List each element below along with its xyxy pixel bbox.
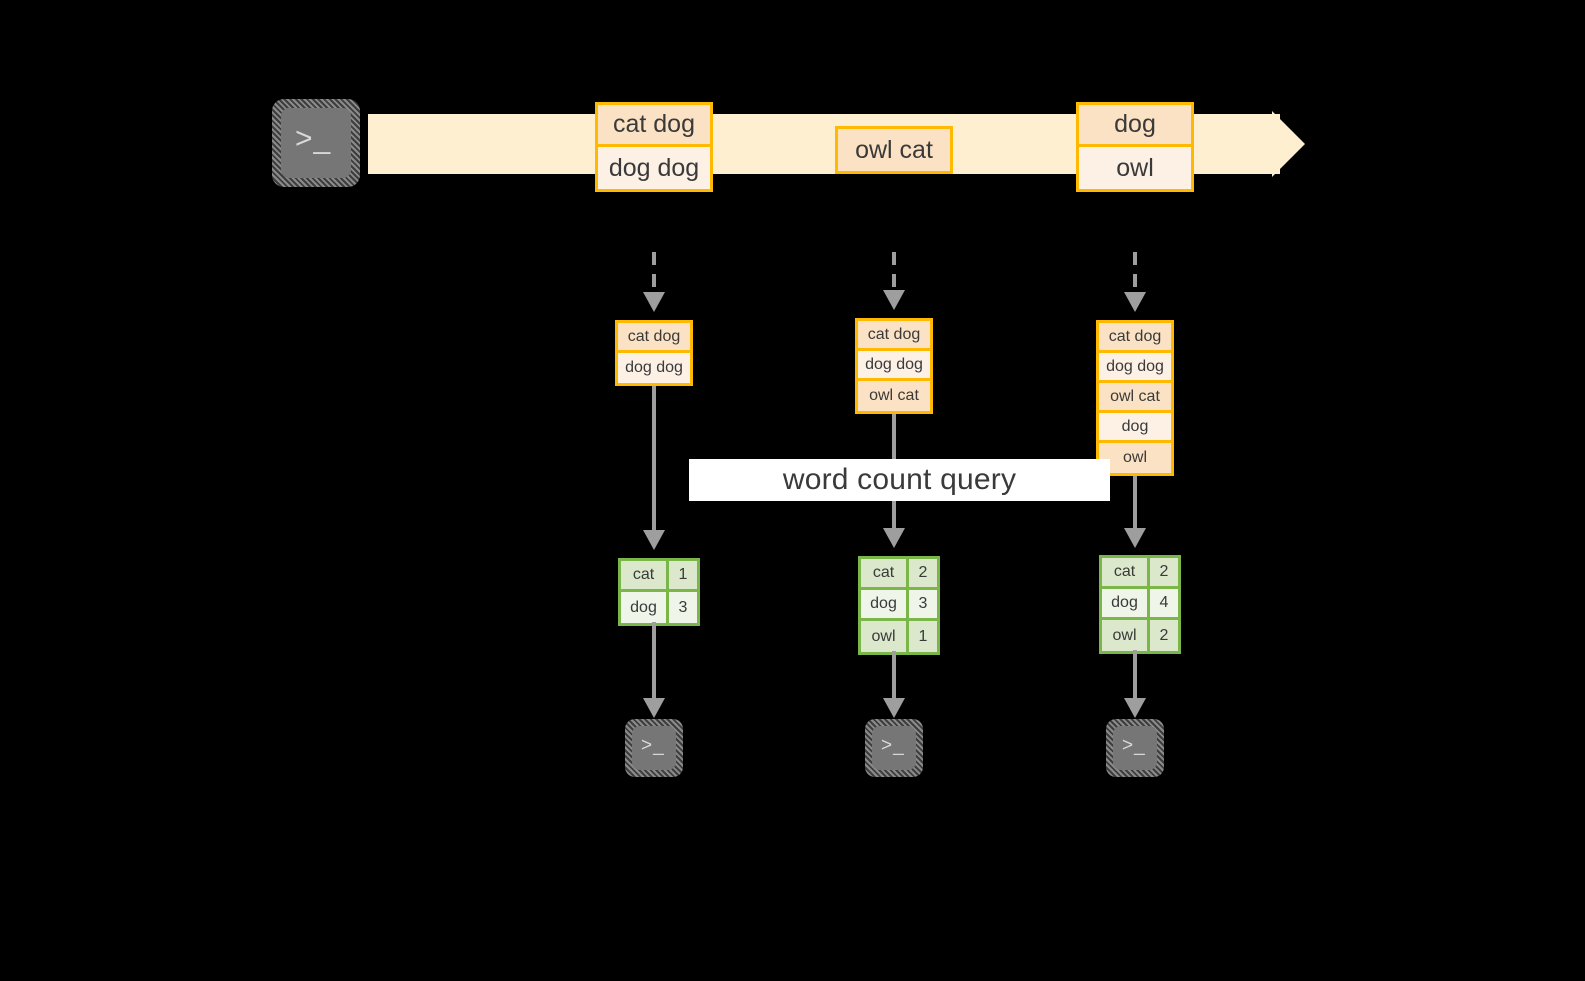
table-row: dog 3: [861, 590, 937, 621]
word-count-result-table: cat 1 dog 3: [618, 558, 700, 626]
event-stream-arrowhead: [1272, 111, 1305, 177]
stream-record-line: dog: [1079, 105, 1191, 147]
result-word: owl: [1102, 620, 1150, 651]
stream-record: dog owl: [1076, 102, 1194, 192]
sink-terminal-icon: >_: [1106, 719, 1164, 777]
accumulated-record-line: dog dog: [618, 353, 690, 383]
word-count-result-table: cat 2 dog 3 owl 1: [858, 556, 940, 655]
accumulated-record-line: owl: [1099, 443, 1171, 473]
result-count: 3: [669, 592, 697, 623]
result-count: 1: [909, 621, 937, 652]
result-count: 4: [1150, 589, 1178, 617]
query-label-band: word count query: [689, 459, 1110, 501]
query-flow-arrowhead: [1124, 528, 1146, 548]
table-row: dog 4: [1102, 589, 1178, 620]
result-word: dog: [1102, 589, 1150, 617]
query-flow-arrowhead: [643, 530, 665, 550]
terminal-body: [632, 726, 676, 770]
result-count: 2: [909, 559, 937, 587]
stream-record-line: owl: [1079, 147, 1191, 189]
result-word: cat: [1102, 558, 1150, 586]
terminal-prompt-glyph: >_: [641, 735, 665, 756]
snapshot-tap-arrowhead: [883, 290, 905, 310]
result-output-line: [652, 622, 656, 702]
result-output-arrowhead: [643, 698, 665, 718]
sink-terminal-icon: >_: [625, 719, 683, 777]
stream-record: cat dog dog dog: [595, 102, 713, 192]
word-count-result-table: cat 2 dog 4 owl 2: [1099, 555, 1181, 654]
snapshot-tap-line: [892, 252, 896, 294]
result-word: cat: [621, 561, 669, 589]
table-row: dog 3: [621, 592, 697, 623]
terminal-prompt-glyph: >_: [295, 122, 332, 155]
result-count: 2: [1150, 558, 1178, 586]
accumulated-record-line: dog dog: [1099, 353, 1171, 383]
accumulated-records: cat dog dog dog: [615, 320, 693, 386]
result-count: 3: [909, 590, 937, 618]
source-terminal-icon: >_: [272, 99, 360, 187]
accumulated-record-line: cat dog: [618, 323, 690, 353]
snapshot-tap-arrowhead: [643, 292, 665, 312]
accumulated-records: cat dog dog dog owl cat: [855, 318, 933, 414]
result-word: owl: [861, 621, 909, 652]
snapshot-tap-line: [1133, 252, 1137, 296]
accumulated-record-line: cat dog: [858, 321, 930, 351]
accumulated-record-line: cat dog: [1099, 323, 1171, 353]
result-count: 2: [1150, 620, 1178, 651]
snapshot-tap-arrowhead: [1124, 292, 1146, 312]
accumulated-records: cat dog dog dog owl cat dog owl: [1096, 320, 1174, 476]
result-word: dog: [621, 592, 669, 623]
result-output-arrowhead: [883, 698, 905, 718]
stream-record-line: owl cat: [838, 129, 950, 171]
terminal-prompt-glyph: >_: [881, 735, 905, 756]
stream-record-line: cat dog: [598, 105, 710, 147]
terminal-body: [281, 108, 351, 178]
accumulated-record-line: dog: [1099, 413, 1171, 443]
query-label: word count query: [782, 463, 1017, 496]
accumulated-record-line: owl cat: [858, 381, 930, 411]
result-word: dog: [861, 590, 909, 618]
result-count: 1: [669, 561, 697, 589]
query-flow-line: [1133, 476, 1137, 532]
snapshot-tap-line: [652, 252, 656, 296]
stream-record-line: dog dog: [598, 147, 710, 189]
terminal-prompt-glyph: >_: [1122, 735, 1146, 756]
query-flow-line: [652, 386, 656, 534]
accumulated-record-line: owl cat: [1099, 383, 1171, 413]
result-output-arrowhead: [1124, 698, 1146, 718]
accumulated-record-line: dog dog: [858, 351, 930, 381]
table-row: cat 2: [1102, 558, 1178, 589]
table-row: owl 2: [1102, 620, 1178, 651]
table-row: cat 2: [861, 559, 937, 590]
terminal-body: [872, 726, 916, 770]
table-row: owl 1: [861, 621, 937, 652]
result-word: cat: [861, 559, 909, 587]
query-flow-arrowhead: [883, 528, 905, 548]
stream-record: owl cat: [835, 126, 953, 174]
result-output-line: [1133, 650, 1137, 702]
sink-terminal-icon: >_: [865, 719, 923, 777]
result-output-line: [892, 651, 896, 702]
terminal-body: [1113, 726, 1157, 770]
table-row: cat 1: [621, 561, 697, 592]
